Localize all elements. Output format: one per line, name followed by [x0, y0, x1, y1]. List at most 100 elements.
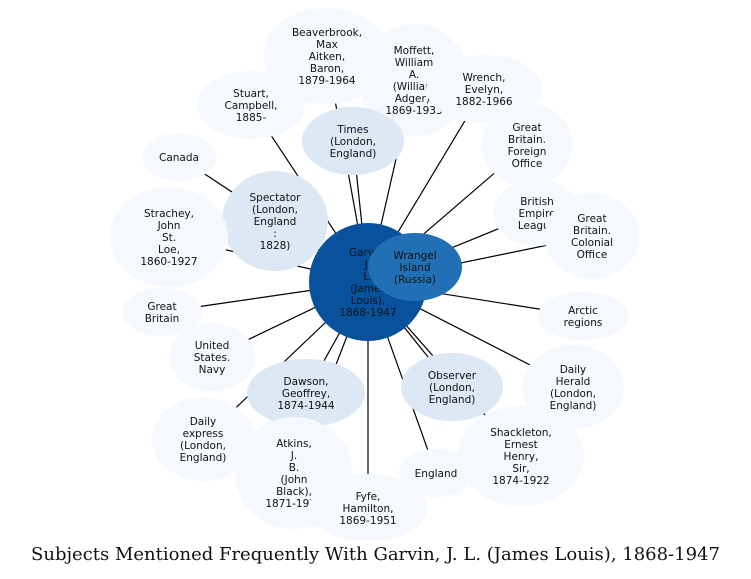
- node-label-line: Sir,: [512, 463, 529, 475]
- node-bubble-canada: [142, 133, 216, 181]
- node-canada[interactable]: Canada: [142, 133, 216, 181]
- node-label-line: England): [429, 394, 476, 406]
- node-bubble-fyfe: [309, 474, 427, 540]
- node-bubble-strachey: [110, 187, 228, 287]
- node-observer[interactable]: Observer(London,England): [401, 353, 503, 421]
- node-label-dawson: Dawson,Geoffrey,1874-1944: [277, 376, 335, 412]
- node-label-line: B.: [289, 462, 300, 474]
- node-label-line: Office: [577, 249, 608, 261]
- node-label-line: Atkins,: [276, 438, 312, 450]
- node-label-line: 1869-1933: [385, 105, 442, 117]
- node-label-line: 1885-: [236, 112, 267, 124]
- node-label-line: Campbell,: [225, 100, 278, 112]
- node-label-line: Arctic: [568, 305, 598, 317]
- node-label-line: Moffett,: [394, 45, 435, 57]
- node-bubble-wrangel: [368, 233, 462, 301]
- node-label-stuart: Stuart,Campbell,1885-: [225, 88, 278, 124]
- node-times[interactable]: Times(London,England): [302, 107, 404, 175]
- node-label-line: Daily: [190, 416, 217, 428]
- node-label-line: A.: [409, 69, 419, 81]
- node-label-line: 1874-1922: [492, 475, 549, 487]
- node-label-line: British: [520, 196, 554, 208]
- diagram-caption: Subjects Mentioned Frequently With Garvi…: [31, 544, 720, 565]
- node-label-line: Black),: [276, 486, 312, 498]
- node-label-line: express: [183, 428, 224, 440]
- node-dawson[interactable]: Dawson,Geoffrey,1874-1944: [247, 359, 365, 427]
- node-label-line: William: [395, 57, 433, 69]
- node-label-line: (London,: [550, 388, 596, 400]
- node-label-line: States.: [194, 352, 231, 364]
- node-label-line: (London,: [429, 382, 475, 394]
- node-label-line: St.: [162, 232, 176, 244]
- node-label-line: 1868-1947: [339, 307, 396, 319]
- node-label-line: England): [180, 452, 227, 464]
- node-bubble-daily-express: [152, 397, 254, 481]
- node-label-line: Colonial: [571, 237, 613, 249]
- node-label-line: Wrangel: [393, 250, 436, 262]
- node-bubble-shackleton: [458, 406, 584, 506]
- node-label-line: Fyfe,: [356, 491, 381, 503]
- node-label-line: Foreign: [508, 146, 547, 158]
- node-label-line: John: [157, 220, 181, 232]
- node-label-line: Times: [336, 124, 368, 136]
- node-bubble-arctic: [538, 292, 628, 340]
- node-label-line: 1882-1966: [455, 96, 513, 108]
- node-label-line: Great: [577, 213, 606, 225]
- node-england[interactable]: England: [399, 449, 473, 497]
- node-label-line: (Russia): [394, 274, 436, 286]
- node-spectator[interactable]: Spectator(London,England:1828): [222, 171, 328, 271]
- node-stuart[interactable]: Stuart,Campbell,1885-: [197, 71, 305, 139]
- node-label-line: Louis),: [351, 295, 386, 307]
- node-label-line: Baron,: [310, 63, 344, 75]
- node-label-line: 1871-1954: [265, 498, 323, 510]
- node-bubble-observer: [401, 353, 503, 421]
- node-fyfe[interactable]: Fyfe,Hamilton,1869-1951: [309, 474, 427, 540]
- node-label-line: (London,: [180, 440, 226, 452]
- node-label-line: England: [254, 216, 297, 228]
- node-label-line: Evelyn,: [465, 84, 503, 96]
- node-label-line: Geoffrey,: [282, 388, 330, 400]
- node-label-line: Great: [147, 301, 176, 313]
- node-bubble-stuart: [197, 71, 305, 139]
- node-label-line: Office: [512, 158, 543, 170]
- node-label-line: 1828): [260, 240, 291, 252]
- node-label-line: Britain: [145, 313, 180, 325]
- node-label-line: England): [550, 400, 597, 412]
- node-label-line: Henry,: [504, 451, 539, 463]
- node-label-line: Observer: [428, 370, 477, 382]
- node-label-line: Beaverbrook,: [292, 27, 362, 39]
- node-label-line: Britain.: [573, 225, 611, 237]
- node-label-line: Herald: [556, 376, 591, 388]
- node-label-line: L.: [363, 271, 372, 283]
- node-label-line: J.: [290, 450, 297, 462]
- node-label-line: Ernest: [504, 439, 537, 451]
- node-label-line: :: [273, 228, 277, 240]
- node-label-line: England: [415, 468, 458, 480]
- node-bubble-great-britain: [122, 288, 202, 336]
- node-label-times: Times(London,England): [330, 124, 377, 160]
- node-label-line: 1879-1964: [298, 75, 356, 87]
- node-bubble-colonial-office: [545, 193, 639, 279]
- node-label-line: Great: [512, 122, 541, 134]
- node-bubble-daily-herald: [522, 345, 624, 429]
- node-label-line: England): [330, 148, 377, 160]
